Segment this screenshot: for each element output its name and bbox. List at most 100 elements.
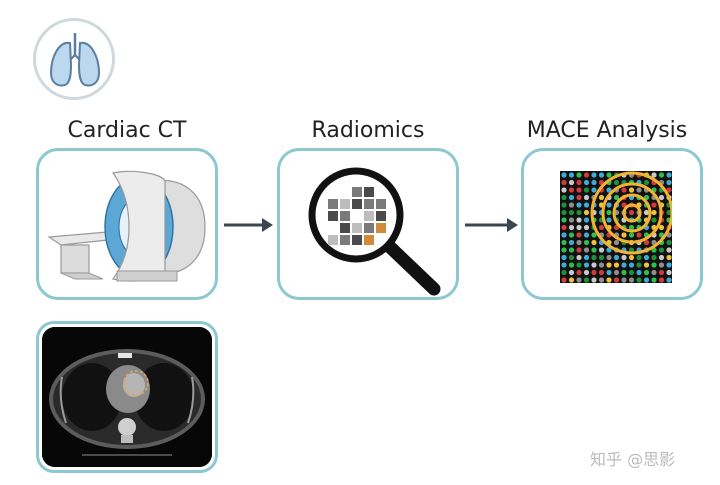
heatmap-dot — [666, 254, 672, 261]
stage-box-cardiac-ct — [36, 148, 218, 300]
heatmap-dot — [568, 254, 575, 261]
heatmap-dot — [621, 277, 627, 283]
heatmap-dot — [568, 217, 575, 223]
heatmap-dot — [583, 277, 590, 283]
heatmap-dot — [598, 247, 605, 253]
heatmap-dot — [621, 187, 627, 193]
heatmap-dot — [591, 239, 597, 246]
heatmap-dot — [576, 239, 582, 246]
heatmap-dot — [561, 277, 567, 283]
heatmap-dot — [651, 209, 657, 216]
feature-cell — [328, 211, 338, 221]
heatmap-dot — [561, 239, 567, 246]
heatmap-dot — [666, 187, 672, 193]
heatmap-dot — [583, 209, 590, 216]
feature-cell — [352, 187, 362, 197]
heatmap-dot — [561, 247, 567, 253]
heatmap-dot — [568, 209, 575, 216]
heatmap-dot — [568, 179, 575, 186]
heatmap-dot — [583, 269, 590, 276]
heatmap-dot — [606, 247, 612, 253]
heatmap-dot — [666, 179, 672, 186]
heatmap-dot — [636, 232, 642, 238]
heatmap-dot — [643, 269, 650, 276]
heatmap-dot — [636, 262, 642, 268]
heatmap-dot — [643, 179, 650, 186]
target-heatmap-icon — [560, 171, 672, 283]
watermark: 知乎 @思影 — [590, 450, 676, 469]
heatmap-dot — [628, 224, 635, 231]
heatmap-dot — [568, 269, 575, 276]
ct-axial-slice-illustration — [42, 327, 212, 467]
lungs-badge — [33, 18, 115, 100]
heatmap-dot — [636, 269, 642, 276]
heatmap-dot — [606, 172, 612, 178]
heatmap-dot — [606, 209, 612, 216]
heatmap-dot — [621, 232, 627, 238]
heatmap-dot — [561, 179, 567, 186]
heatmap-dot — [666, 269, 672, 276]
heatmap-dot — [583, 179, 590, 186]
heatmap-dot — [576, 254, 582, 261]
heatmap-dot — [613, 262, 620, 268]
heatmap-dot — [583, 217, 590, 223]
feature-cell — [376, 199, 386, 209]
heatmap-dot — [583, 239, 590, 246]
ct-scanner-icon — [47, 170, 206, 282]
heatmap-dot — [591, 254, 597, 261]
feature-cell — [340, 235, 350, 245]
target-rings — [590, 171, 672, 255]
heatmap-dot — [576, 224, 582, 231]
heatmap-dot — [591, 187, 597, 193]
heatmap-dot — [658, 277, 665, 283]
heatmap-dot — [613, 179, 620, 186]
heatmap-dot — [561, 232, 567, 238]
heatmap-dot — [598, 277, 605, 283]
feature-cell — [340, 199, 350, 209]
heatmap-dot — [628, 262, 635, 268]
heatmap-dot — [583, 187, 590, 193]
heatmap-dot — [561, 202, 567, 208]
heatmap-dot — [643, 262, 650, 268]
heatmap-dot — [651, 254, 657, 261]
heatmap-dot — [576, 209, 582, 216]
heatmap-dot — [568, 247, 575, 253]
heatmap-dot — [658, 254, 665, 261]
heatmap-dot — [583, 232, 590, 238]
heatmap-dot — [598, 172, 605, 178]
heatmap-dot — [606, 187, 612, 193]
magnifying-glass-icon — [308, 167, 441, 296]
arrow-right-icon — [224, 218, 273, 232]
heatmap-dot — [658, 194, 665, 201]
feature-cell — [340, 211, 350, 221]
feature-cell — [376, 211, 386, 221]
arrow-right-icon — [465, 218, 518, 232]
heatmap-dot — [651, 269, 657, 276]
heatmap-dot — [606, 277, 612, 283]
heatmap-dot — [613, 254, 620, 261]
heatmap-dot — [591, 232, 597, 238]
feature-cell — [328, 199, 338, 209]
heatmap-dot — [561, 254, 567, 261]
heatmap-dot — [636, 277, 642, 283]
heatmap-dot — [576, 202, 582, 208]
heatmap-dot — [598, 262, 605, 268]
lungs-icon — [49, 33, 101, 87]
heatmap-dot — [576, 187, 582, 193]
heatmap-dot — [576, 269, 582, 276]
heatmap-dot — [658, 172, 665, 178]
feature-cell — [340, 223, 350, 233]
heatmap-dot — [568, 239, 575, 246]
stage-title-mace-analysis: MACE Analysis — [526, 118, 688, 143]
heatmap-dot — [621, 254, 627, 261]
heatmap-dot — [583, 254, 590, 261]
heatmap-dot — [606, 254, 612, 261]
heatmap-dot — [651, 277, 657, 283]
heatmap-dot — [568, 232, 575, 238]
heatmap-dot — [568, 224, 575, 231]
heatmap-dot — [606, 262, 612, 268]
heatmap-dot — [628, 269, 635, 276]
heatmap-dot — [666, 247, 672, 253]
heatmap-dot — [651, 217, 657, 223]
heatmap-dot — [561, 262, 567, 268]
